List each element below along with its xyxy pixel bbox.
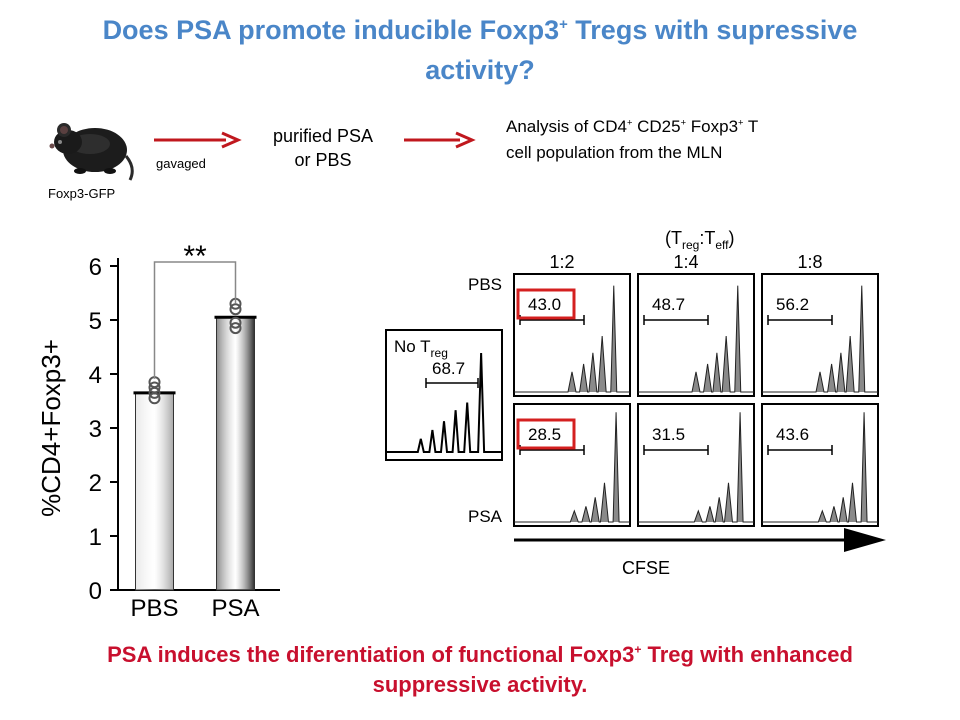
control-value: 68.7 — [432, 359, 465, 378]
conclusion-line2: suppressive activity. — [372, 672, 588, 697]
gate-bar — [767, 445, 833, 455]
histogram — [514, 285, 630, 393]
flow-cell — [513, 403, 631, 527]
title-line1-post: Tregs with supressive — [567, 15, 858, 45]
histogram — [638, 412, 754, 523]
histogram — [762, 412, 878, 523]
bar-chart: 0 1 2 3 4 5 6 PBS PSA ** %CD4+Foxp3+ — [30, 228, 310, 620]
row-label-pbs: PBS — [468, 275, 502, 294]
y-tick-label: 4 — [89, 362, 102, 389]
histogram — [762, 285, 878, 393]
data-point — [229, 303, 242, 316]
y-tick-label: 2 — [89, 470, 102, 497]
workflow: Foxp3-GFP gavaged purified PSA or PBS An… — [0, 100, 960, 210]
analysis-sup-1: + — [626, 117, 633, 128]
data-point — [229, 316, 242, 329]
analysis-sup-3: + — [738, 117, 744, 128]
data-point — [229, 322, 242, 335]
gate-bar — [643, 315, 709, 325]
x-tick-label: PSA — [211, 595, 259, 620]
analysis-line2: cell population from the MLN — [506, 143, 723, 162]
ratio-label: 1:4 — [673, 252, 698, 272]
title-sup: + — [559, 17, 568, 33]
gate-value: 43.0 — [528, 295, 561, 314]
significance-bracket — [153, 261, 237, 379]
analysis-sup-2: + — [680, 117, 687, 128]
gavaged-label: gavaged — [156, 156, 206, 171]
analysis-post: T — [743, 117, 759, 136]
ratio-label: 1:2 — [549, 252, 574, 272]
conclusion-line1: PSA induces the diferentiation of functi… — [107, 642, 635, 667]
data-point — [148, 392, 161, 405]
title-line1-text: Does PSA promote inducible Foxp3 — [102, 15, 560, 45]
y-tick-label: 0 — [89, 578, 102, 605]
highlight-box — [516, 288, 576, 320]
y-tick-label: 6 — [89, 254, 102, 281]
chart-marks: PBS PSA ** — [130, 240, 259, 620]
row-label-psa: PSA — [468, 507, 503, 526]
conclusion-line1-post: Treg with enhanced — [641, 642, 853, 667]
analysis-mid2: Foxp3 — [686, 117, 739, 136]
arrow-1 — [154, 131, 242, 149]
histogram — [514, 412, 630, 523]
gate-value: 48.7 — [652, 295, 685, 314]
gate-value: 31.5 — [652, 425, 685, 444]
flow-cell — [761, 403, 879, 527]
gate-bar — [643, 445, 709, 455]
significance-label: ** — [183, 240, 207, 273]
ratio-header: (Treg:Teff) — [665, 228, 734, 252]
conclusion-text: PSA induces the diferentiation of functi… — [20, 640, 940, 700]
treatment-line1: purified PSA — [272, 126, 374, 146]
x-tick-label: PBS — [130, 595, 178, 620]
y-tick-label: 3 — [89, 416, 102, 443]
y-tick-label: 5 — [89, 308, 102, 335]
analysis-text: Analysis of CD4+ CD25+ Foxp3+ T cell pop… — [506, 114, 886, 166]
control-gate — [425, 378, 479, 388]
arrow-2 — [404, 131, 476, 149]
cfse-arrow-head — [844, 528, 886, 552]
data-point — [148, 386, 161, 399]
mouse-label: Foxp3-GFP — [48, 186, 116, 201]
treatment-line2: or PBS — [294, 150, 352, 170]
histogram — [638, 285, 754, 393]
analysis-pre: Analysis of CD4 — [506, 117, 627, 136]
gate-value: 28.5 — [528, 425, 561, 444]
bar-psa — [216, 316, 255, 591]
control-histogram — [386, 352, 502, 453]
analysis-mid1: CD25 — [632, 117, 681, 136]
y-tick-label: 1 — [89, 524, 102, 551]
gate-value: 43.6 — [776, 425, 809, 444]
mouse-icon — [49, 123, 134, 181]
treatment-text: purified PSA or PBS — [258, 124, 388, 172]
y-axis-label: %CD4+Foxp3+ — [36, 339, 66, 517]
conclusion-sup: + — [634, 642, 642, 657]
highlight-box — [516, 418, 576, 450]
bar-pbs — [135, 392, 174, 591]
ratio-label: 1:8 — [797, 252, 822, 272]
title-line2: activity? — [425, 55, 535, 85]
control-label: No Treg — [394, 337, 448, 360]
cfse-axis-label: CFSE — [622, 558, 670, 578]
gate-value: 56.2 — [776, 295, 809, 314]
gate-bar — [767, 315, 833, 325]
slide-title: Does PSA promote inducible Foxp3+ Tregs … — [20, 10, 940, 90]
flow-cell — [637, 403, 755, 527]
